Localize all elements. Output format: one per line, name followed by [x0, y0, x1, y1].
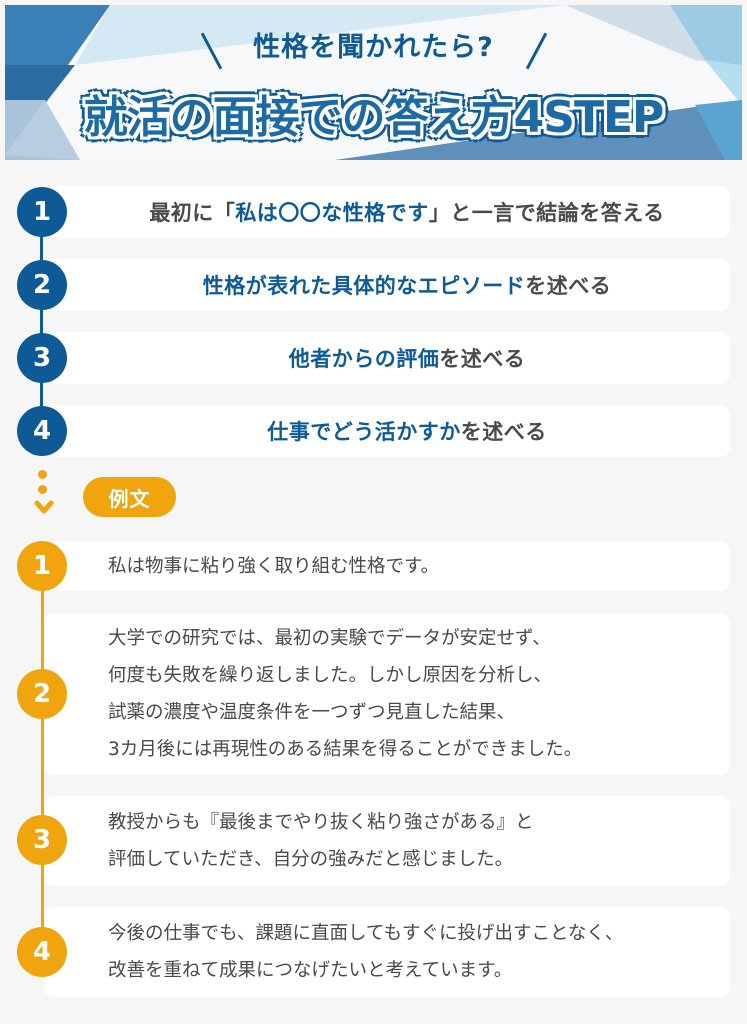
banner-subtitle: 性格を聞かれたら? — [249, 25, 498, 64]
example-card: 大学での研究では、最初の実験でデータが安定せず、 何度も失敗を繰り返しました。し… — [44, 613, 730, 775]
example-card: 私は物事に粘り強く取り組む性格です。 — [44, 541, 730, 591]
step-number-badge: 2 — [17, 260, 67, 310]
steps-connector-line — [40, 212, 43, 432]
example-text: 私は物事に粘り強く取り組む性格です。 — [108, 548, 439, 585]
example-text-line: 教授からも『最後までやり抜く粘り強さがある』と — [108, 812, 534, 833]
step-text: 最初に「 — [149, 201, 236, 225]
step-text-highlight: 仕事でどう活かすか — [267, 420, 461, 444]
example-card: 教授からも『最後までやり抜く粘り強さがある』と 評価していただき、自分の強みだと… — [44, 796, 730, 886]
example-text-line: 今後の仕事でも、課題に直面してもすぐに投げ出すことなく、 — [108, 923, 624, 944]
step-card: 最初に「私は〇〇な性格です」と一言で結論を答える — [44, 186, 730, 238]
step-text-highlight: 性格が表れた具体的なエピソード — [202, 274, 526, 298]
example-text-line: 評価していただき、自分の強みだと感じました。 — [108, 849, 514, 870]
example-card: 今後の仕事でも、課題に直面してもすぐに投げ出すことなく、 改善を重ねて成果につな… — [44, 907, 730, 997]
example-text: 教授からも『最後までやり抜く粘り強さがある』と 評価していただき、自分の強みだと… — [108, 804, 534, 878]
example-text-line: 私は物事に粘り強く取り組む性格です。 — [108, 555, 440, 577]
step-card: 仕事でどう活かすかを述べる — [44, 405, 730, 457]
step-card: 他者からの評価を述べる — [44, 332, 730, 384]
example-text: 大学での研究では、最初の実験でデータが安定せず、 何度も失敗を繰り返しました。し… — [108, 620, 582, 768]
example-text-line: 3カ月後には再現性のある結果を得ることができました。 — [108, 739, 583, 760]
step-number-badge: 3 — [17, 333, 67, 383]
step-number-badge: 4 — [17, 406, 67, 456]
example-number-badge: 1 — [17, 541, 67, 591]
example-number-badge: 2 — [17, 669, 67, 719]
examples-connector-line — [41, 566, 44, 956]
example-number-badge: 3 — [17, 815, 67, 865]
step-text-highlight: 私は〇〇な性格です — [235, 201, 429, 225]
example-number-badge: 4 — [17, 927, 67, 977]
example-text-line: 何度も失敗を繰り返しました。しかし原因を分析し、 — [108, 665, 553, 686]
step-text: を述べる — [439, 347, 526, 371]
example-text: 今後の仕事でも、課題に直面してもすぐに投げ出すことなく、 改善を重ねて成果につな… — [108, 915, 623, 989]
step-text-highlight: 他者からの評価 — [288, 347, 440, 371]
example-text-line: 試薬の濃度や温度条件を一つずつ見直した結果、 — [108, 702, 516, 723]
banner-title: 就活の面接での答え方4STEP — [83, 92, 665, 143]
step-item: 1 最初に「私は〇〇な性格です」と一言で結論を答える — [0, 186, 747, 238]
step-number-badge: 1 — [17, 187, 67, 237]
banner-background-shapes — [5, 5, 742, 160]
step-item: 4 仕事でどう活かすかを述べる — [0, 405, 747, 457]
example-badge: 例文 — [83, 477, 176, 517]
header-banner: 性格を聞かれたら? 就活の面接での答え方4STEP — [5, 5, 742, 160]
step-text: を述べる — [525, 274, 612, 298]
example-text-line: 大学での研究では、最初の実験でデータが安定せず、 — [108, 628, 551, 649]
dotted-down-arrow-icon — [34, 470, 54, 526]
step-text: を述べる — [460, 420, 547, 444]
step-text: 」と一言で結論を答える — [428, 201, 665, 225]
example-text-line: 改善を重ねて成果につなげたいと考えています。 — [108, 960, 513, 981]
step-card: 性格が表れた具体的なエピソードを述べる — [44, 259, 730, 311]
step-item: 2 性格が表れた具体的なエピソードを述べる — [0, 259, 747, 311]
step-item: 3 他者からの評価を述べる — [0, 332, 747, 384]
